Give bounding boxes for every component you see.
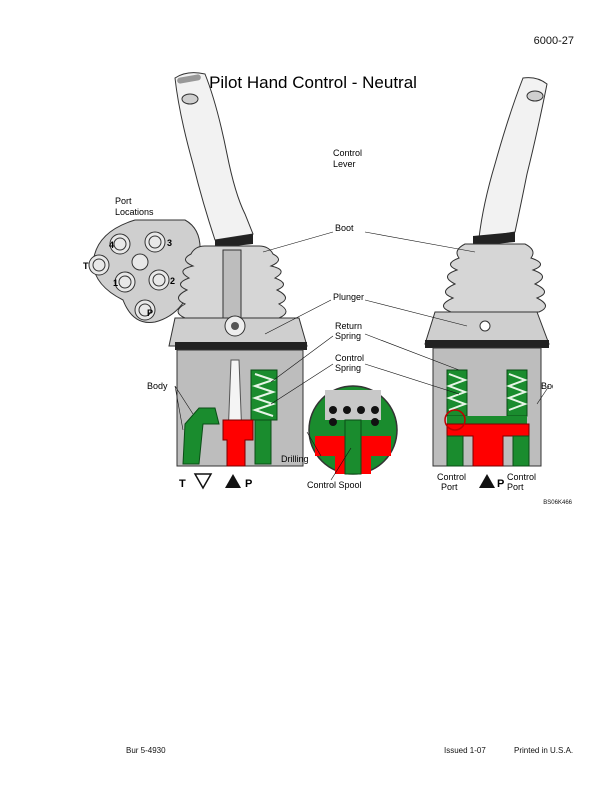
figure-title: Pilot Hand Control - Neutral <box>209 73 417 92</box>
footer-publication: Bur 5-4930 <box>126 746 166 755</box>
p-port-label-right: P <box>497 478 504 490</box>
control-port-left-label-1: Control <box>437 472 466 482</box>
port-t-label: T <box>83 261 89 271</box>
boot-label: Boot <box>335 223 354 233</box>
left-control-assembly: T P <box>168 72 308 490</box>
port-1-label: 1 <box>113 278 118 288</box>
page-number: 6000-27 <box>533 35 574 47</box>
port-locations-diagram: 4 3 T 1 2 P Port Locations <box>83 196 201 324</box>
control-spool-label: Control Spool <box>307 480 362 490</box>
p-port-label-left: P <box>245 478 252 490</box>
port-4-label: 4 <box>109 240 114 250</box>
body-label-right: Body <box>541 381 553 391</box>
figure-illustration: Pilot Hand Control - Neutral 4 3 T 1 2 P… <box>83 72 562 492</box>
footer-printed: Printed in U.S.A. <box>514 746 574 755</box>
pilot-hand-control-figure: Pilot Hand Control - Neutral 4 3 T 1 2 P… <box>75 64 562 496</box>
right-control-assembly: P <box>424 77 550 490</box>
t-port-label: T <box>179 478 186 490</box>
footer-issued: Issued 1-07 <box>444 746 486 755</box>
plunger-label: Plunger <box>333 292 364 302</box>
control-lever-label-2: Lever <box>333 159 356 169</box>
control-lever-label-1: Control <box>333 148 362 158</box>
figure-id: BS06K466 <box>543 500 572 506</box>
control-spring-label-2: Spring <box>335 363 361 373</box>
callouts <box>174 231 550 481</box>
return-spring-label-1: Return <box>335 321 362 331</box>
body-label-left: Body <box>147 381 168 391</box>
control-port-right-label-1: Control <box>507 472 536 482</box>
control-port-left-label-2: Port <box>441 482 458 492</box>
return-spring-label-2: Spring <box>335 331 361 341</box>
drilling-label: Drilling <box>281 454 309 464</box>
port-locations-label-1: Port <box>115 196 132 206</box>
spool-detail-magnifier <box>308 385 398 475</box>
control-spring-label-1: Control <box>335 353 364 363</box>
control-port-right-label-2: Port <box>507 482 524 492</box>
port-locations-label-2: Locations <box>115 207 154 217</box>
port-p-label: P <box>147 308 153 318</box>
port-2-label: 2 <box>170 276 175 286</box>
port-3-label: 3 <box>167 238 172 248</box>
